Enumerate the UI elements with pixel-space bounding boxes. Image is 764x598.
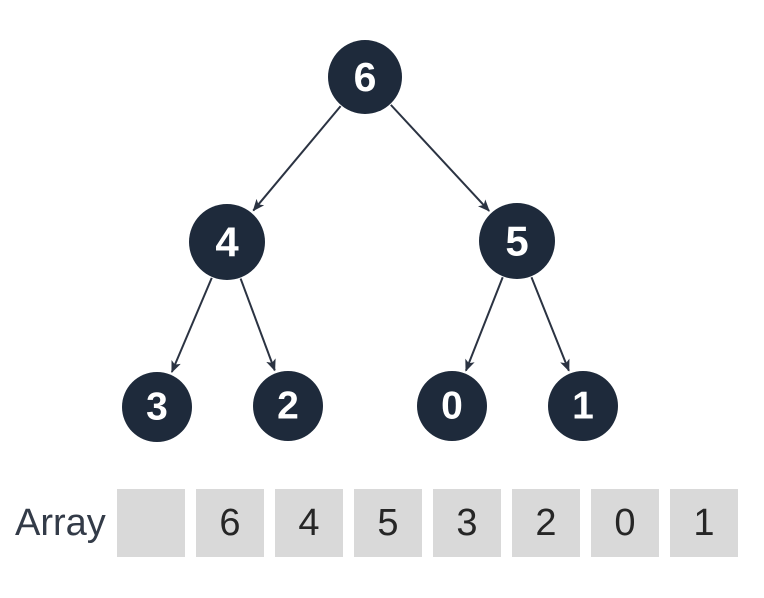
tree-node-circle [417, 371, 487, 441]
tree-node-value: 1 [572, 385, 594, 428]
tree-edge-root-to-left [252, 105, 342, 212]
tree-node-circle [122, 372, 192, 442]
array-cell-7: 1 [670, 489, 738, 557]
array-cell-1: 6 [196, 489, 264, 557]
tree-node-right: 5 [479, 203, 555, 279]
array-cell-2: 4 [275, 489, 343, 557]
array-cell-4: 3 [433, 489, 501, 557]
tree-edge-left-to-left-right [239, 278, 276, 372]
array-cell-5: 2 [512, 489, 580, 557]
array-cell-0 [117, 489, 185, 557]
tree-node-value: 6 [354, 54, 377, 100]
tree-node-circle [479, 203, 555, 279]
tree-node-value: 4 [215, 219, 239, 266]
tree-edge-right-to-right-left [464, 276, 504, 372]
tree-node-root: 6 [328, 40, 402, 114]
tree-node-value: 0 [441, 385, 463, 428]
tree-node-circle [189, 204, 265, 280]
tree-edge-root-to-right [390, 104, 490, 212]
array-cell-3: 5 [354, 489, 422, 557]
binary-tree: 6 4 5 3 2 0 1 [122, 40, 618, 442]
tree-node-right-right: 1 [548, 371, 618, 441]
tree-edge-right-to-right-right [530, 276, 570, 372]
tree-node-right-left: 0 [417, 371, 487, 441]
array-label: Array [15, 501, 106, 544]
tree-node-circle [328, 40, 402, 114]
tree-node-value: 3 [146, 386, 168, 429]
tree-node-circle [253, 371, 323, 441]
tree-node-value: 5 [505, 218, 528, 265]
tree-edge-left-to-left-left [170, 277, 213, 373]
tree-node-left-right: 2 [253, 371, 323, 441]
array-cell-6: 0 [591, 489, 659, 557]
tree-node-left: 4 [189, 204, 265, 280]
tree-node-value: 2 [277, 385, 299, 428]
tree-node-left-left: 3 [122, 372, 192, 442]
tree-node-circle [548, 371, 618, 441]
